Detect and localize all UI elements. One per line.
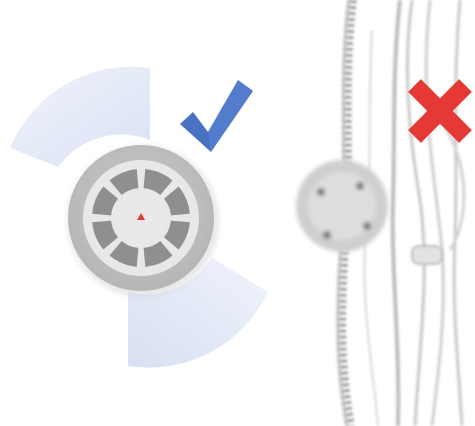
hub-segment [163,220,190,250]
hub-segment [163,186,190,216]
hub-segment [143,169,173,196]
center-marker-icon [137,213,145,220]
motion-arc-bottom [128,258,268,368]
connector-hub [67,145,219,297]
cross-icon [408,79,472,143]
motion-arc-top [10,66,150,167]
hub-segment [109,240,139,267]
blurred-connector [296,160,388,252]
hub-segment [109,169,139,196]
hub-segment [92,220,119,250]
hub-segment [92,186,119,216]
hub-segment [143,240,173,267]
check-icon [180,80,253,152]
cable-clip [411,245,443,265]
hub-segments [92,169,190,267]
